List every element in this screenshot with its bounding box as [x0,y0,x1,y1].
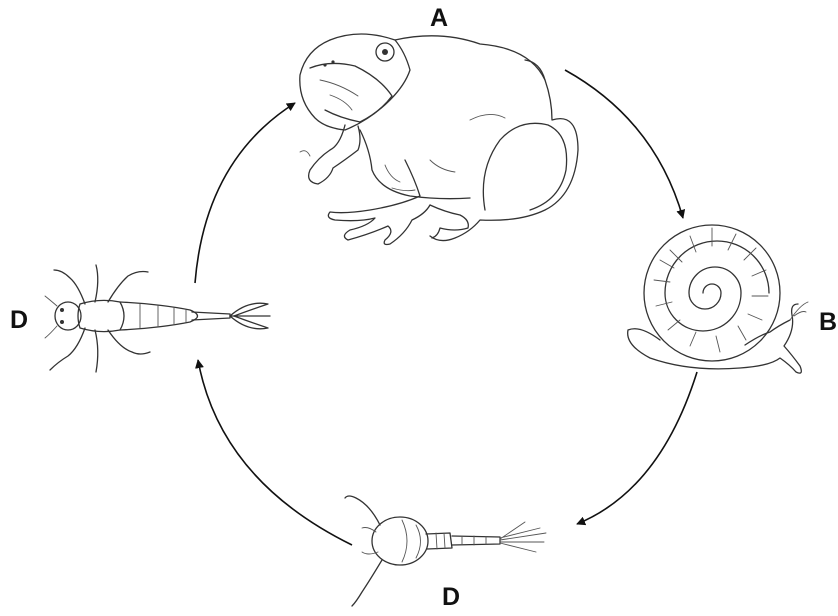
arrow-b-to-d-bottom [577,372,697,524]
snail-icon [628,225,808,373]
dragonfly-nymph-icon [45,265,270,372]
arrow-d-left-to-a [195,103,295,283]
label-d-bottom: D [442,585,460,610]
arrow-d-bottom-to-d-left [198,360,352,545]
frog-icon [300,34,578,245]
label-d-left: D [10,308,28,333]
label-a: A [430,6,448,31]
label-b: B [819,310,837,335]
arrow-a-to-b [565,70,683,218]
